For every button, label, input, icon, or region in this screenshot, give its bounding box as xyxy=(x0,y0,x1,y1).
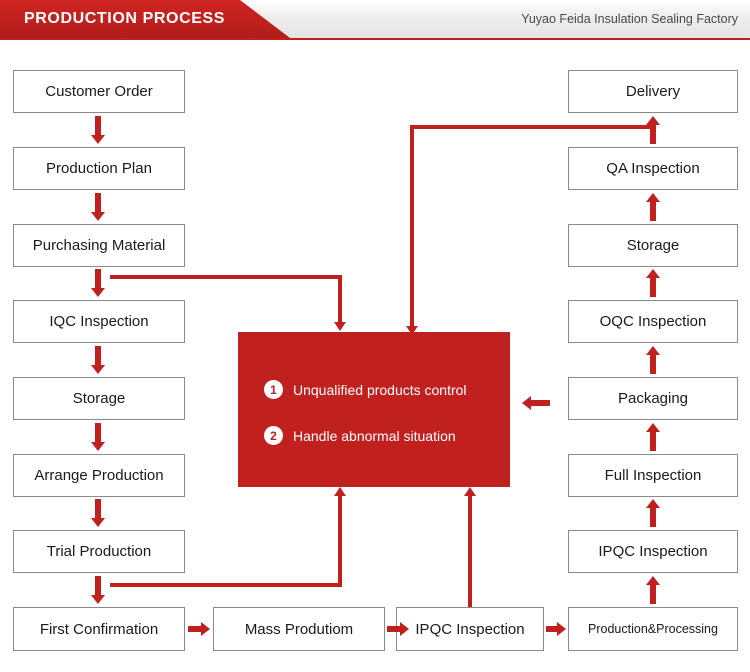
process-box-delivery[interactable]: Delivery xyxy=(568,70,738,113)
process-box-mass-production[interactable]: Mass Produtiom xyxy=(213,607,385,651)
arrow-up-oqc-to-storage xyxy=(646,269,660,297)
connector-iqc-to-panel-horizontal xyxy=(110,275,342,279)
process-box-storage-right[interactable]: Storage xyxy=(568,224,738,267)
process-box-purchasing-material[interactable]: Purchasing Material xyxy=(13,224,185,267)
quality-control-panel: 1 Unqualified products control 2 Handle … xyxy=(238,332,510,487)
page-header: PRODUCTION PROCESS Yuyao Feida Insulatio… xyxy=(0,0,750,40)
connector-panel-to-qa-arrowhead xyxy=(406,326,418,335)
connector-trial-to-panel-horizontal xyxy=(110,583,342,587)
arrow-up-storage-to-qa xyxy=(646,193,660,221)
arrow-right-mass-to-ipqc xyxy=(387,622,410,636)
process-box-storage-left[interactable]: Storage xyxy=(13,377,185,420)
process-box-production-plan[interactable]: Production Plan xyxy=(13,147,185,190)
panel-item-1: 1 Unqualified products control xyxy=(264,380,467,399)
arrow-up-ipqc-to-full xyxy=(646,499,660,527)
process-box-arrange-production[interactable]: Arrange Production xyxy=(13,454,185,497)
connector-trial-to-panel-arrowhead xyxy=(334,487,346,496)
connector-panel-to-qa-horizontal xyxy=(410,125,650,129)
arrow-up-full-to-packaging xyxy=(646,423,660,451)
arrow-down-iqc-to-storage xyxy=(91,346,105,374)
header-banner-shape xyxy=(0,0,290,38)
header-underline xyxy=(0,38,750,40)
panel-item-2: 2 Handle abnormal situation xyxy=(264,426,456,445)
arrow-up-qa-to-delivery xyxy=(646,116,660,144)
connector-iqc-to-panel-vertical xyxy=(338,275,342,323)
process-box-oqc-inspection[interactable]: OQC Inspection xyxy=(568,300,738,343)
panel-item-2-number: 2 xyxy=(264,426,283,445)
connector-bottom-ipqc-to-panel-arrowhead xyxy=(464,487,476,496)
company-name: Yuyao Feida Insulation Sealing Factory xyxy=(521,12,738,26)
arrow-down-purchasing-to-iqc xyxy=(91,269,105,297)
arrow-up-production-to-ipqc xyxy=(646,576,660,604)
process-box-first-confirmation[interactable]: First Confirmation xyxy=(13,607,185,651)
arrow-right-ipqc-to-production xyxy=(546,622,566,636)
process-box-production-processing[interactable]: Production&Processing xyxy=(568,607,738,651)
page-title: PRODUCTION PROCESS xyxy=(24,10,226,27)
arrow-down-order-to-plan xyxy=(91,116,105,144)
connector-panel-to-qa-vertical xyxy=(410,125,414,334)
panel-item-1-number: 1 xyxy=(264,380,283,399)
arrow-down-arrange-to-trial xyxy=(91,499,105,527)
connector-bottom-ipqc-to-panel-vertical xyxy=(468,496,472,607)
process-box-ipqc-inspection-right[interactable]: IPQC Inspection xyxy=(568,530,738,573)
panel-item-2-label: Handle abnormal situation xyxy=(293,427,456,444)
process-box-full-inspection[interactable]: Full Inspection xyxy=(568,454,738,497)
process-box-customer-order[interactable]: Customer Order xyxy=(13,70,185,113)
arrow-right-first-to-mass xyxy=(188,622,210,636)
arrow-up-packaging-to-oqc xyxy=(646,346,660,374)
connector-trial-to-panel-vertical xyxy=(338,496,342,585)
process-box-iqc-inspection[interactable]: IQC Inspection xyxy=(13,300,185,343)
process-box-trial-production[interactable]: Trial Production xyxy=(13,530,185,573)
arrow-left-packaging-to-panel xyxy=(522,396,550,410)
arrow-down-plan-to-purchasing xyxy=(91,193,105,221)
process-box-qa-inspection[interactable]: QA Inspection xyxy=(568,147,738,190)
process-box-packaging[interactable]: Packaging xyxy=(568,377,738,420)
process-box-ipqc-inspection-bottom[interactable]: IPQC Inspection xyxy=(396,607,544,651)
arrow-down-storage-to-arrange xyxy=(91,423,105,451)
panel-item-1-label: Unqualified products control xyxy=(293,381,467,398)
connector-iqc-to-panel-arrowhead xyxy=(334,322,346,331)
arrow-down-trial-to-first-confirmation xyxy=(91,576,105,604)
